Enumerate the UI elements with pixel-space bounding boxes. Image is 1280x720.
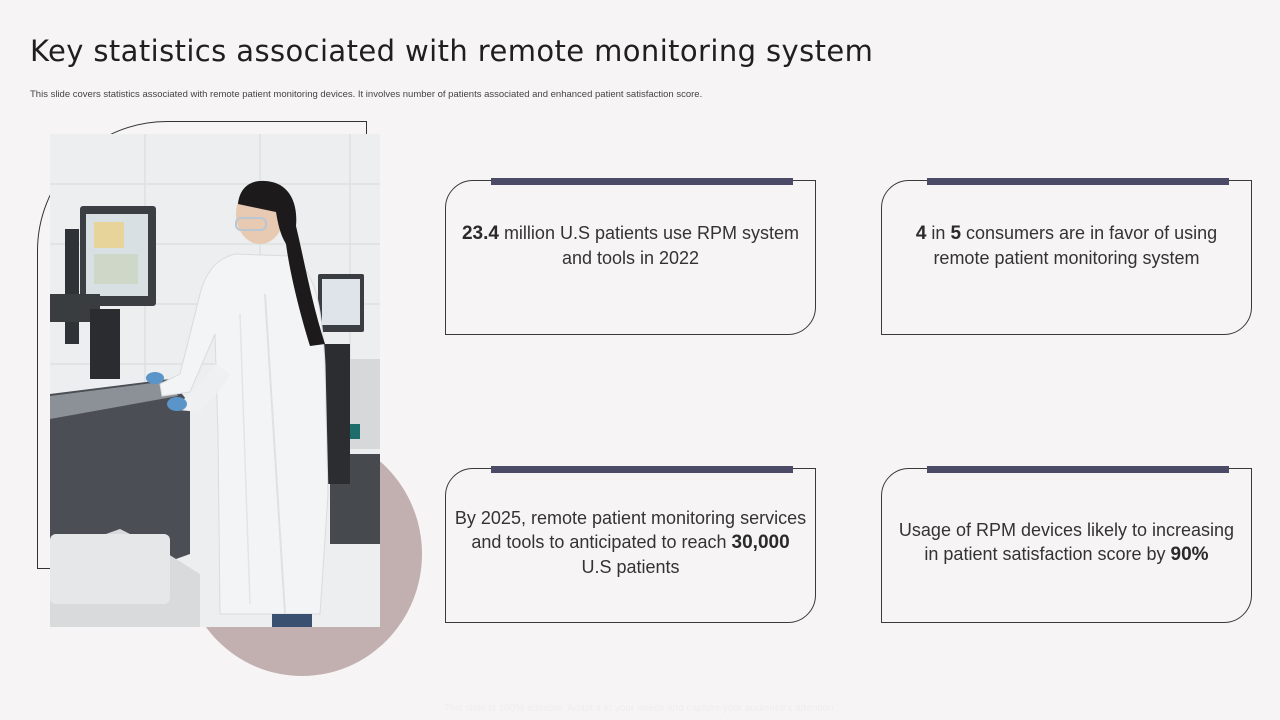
stat-card-text: 4 in 5 consumers are in favor of using r…	[890, 181, 1243, 334]
stat-description: By 2025, remote patient monitoring servi…	[454, 508, 807, 552]
stat-card-2: 4 in 5 consumers are in favor of using r…	[881, 178, 1252, 335]
lab-photo	[50, 134, 380, 627]
stat-highlight: 30,000	[731, 532, 790, 553]
slide-title: Key statistics associated with remote mo…	[30, 34, 874, 68]
slide-footer: This slide is 100% editable. Adapt it to…	[443, 703, 837, 714]
stat-description-tail: U.S patients	[581, 557, 680, 577]
stat-description: million U.S patients use RPM system and …	[498, 223, 800, 268]
stat-card-accent-bar	[927, 466, 1229, 473]
stat-card-text: By 2025, remote patient monitoring servi…	[454, 469, 807, 622]
stat-highlight: 90%	[1170, 544, 1209, 565]
stat-card-3: By 2025, remote patient monitoring servi…	[445, 466, 816, 623]
stat-card-4: Usage of RPM devices likely to increasin…	[881, 466, 1252, 623]
stat-description: consumers are in favor of using remote p…	[933, 223, 1218, 268]
stat-highlight: 23.4	[461, 223, 499, 244]
stat-highlight: 5	[950, 223, 962, 244]
stat-highlight: 4	[915, 223, 927, 244]
stat-description: Usage of RPM devices likely to increasin…	[898, 520, 1235, 564]
stat-card-accent-bar	[927, 178, 1229, 185]
stat-connector: in	[926, 223, 951, 243]
stat-card-text: Usage of RPM devices likely to increasin…	[890, 469, 1243, 622]
stat-card-accent-bar	[491, 178, 793, 185]
stat-card-accent-bar	[491, 466, 793, 473]
stat-card-text: 23.4 million U.S patients use RPM system…	[454, 181, 807, 334]
stat-card-1: 23.4 million U.S patients use RPM system…	[445, 178, 816, 335]
slide-subtitle: This slide covers statistics associated …	[30, 89, 703, 100]
